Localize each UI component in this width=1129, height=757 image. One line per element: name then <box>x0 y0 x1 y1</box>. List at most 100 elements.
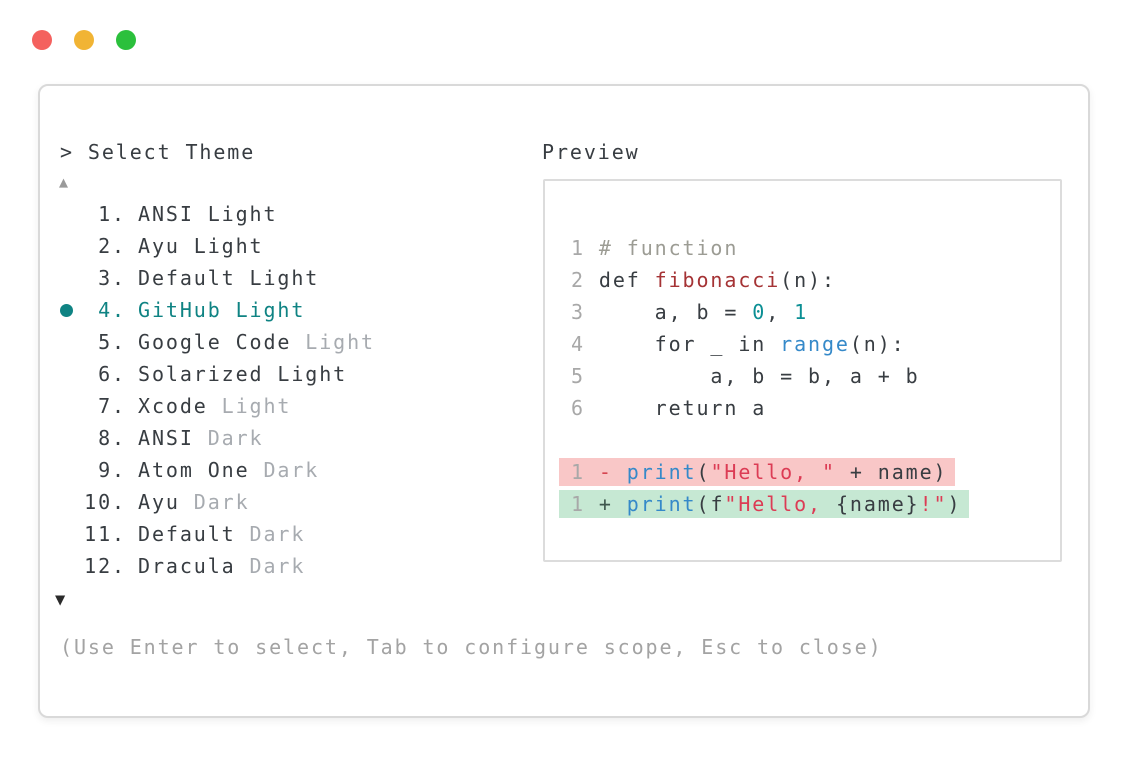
code-line: 5 a, b = b, a + b <box>571 360 969 392</box>
theme-item-12[interactable]: 12. Dracula Dark <box>60 550 375 582</box>
theme-item-2[interactable]: 2. Ayu Light <box>60 230 375 262</box>
diff-line-added: 1 + print(f"Hello, {name}!") <box>559 488 970 520</box>
code-token: + <box>598 492 627 516</box>
theme-list: 1. ANSI Light 2. Ayu Light 3. Default Light 4.… <box>60 198 375 582</box>
code-line: 6 return a <box>571 392 969 424</box>
window-controls <box>32 30 158 50</box>
code-token: - <box>598 460 627 484</box>
theme-item-label: Solarized Light <box>138 362 348 386</box>
theme-item-label: Google Code Light <box>138 330 376 354</box>
theme-item-1[interactable]: 1. ANSI Light <box>60 198 375 230</box>
preview-title: Preview <box>542 140 640 164</box>
theme-item-number: 10. <box>84 490 126 514</box>
line-number: 5 <box>571 364 585 388</box>
theme-item-5[interactable]: 5. Google Code Light <box>60 326 375 358</box>
theme-item-label: Ayu Dark <box>138 490 250 514</box>
code-token: ) <box>947 492 962 516</box>
code-token: ( <box>696 460 711 484</box>
keyboard-hint: (Use Enter to select, Tab to configure s… <box>60 635 883 659</box>
code-token: return a <box>598 396 767 420</box>
item-marker <box>60 198 84 230</box>
theme-item-11[interactable]: 11.Default Dark <box>60 518 375 550</box>
code-token: , <box>766 300 795 324</box>
blank-line <box>571 424 969 456</box>
selected-dot-icon <box>60 294 84 326</box>
code-token: # function <box>598 236 739 260</box>
item-marker <box>60 326 84 358</box>
code-token: range <box>780 332 850 356</box>
scroll-up-icon[interactable]: ▲ <box>59 173 69 191</box>
code-token: "Hello, <box>724 492 836 516</box>
diff-line-removed: 1 - print("Hello, " + name) <box>559 456 969 488</box>
line-number: 1 <box>571 236 585 260</box>
theme-item-7[interactable]: 7. Xcode Light <box>60 390 375 422</box>
code-line: 4 for _ in range(n): <box>571 328 969 360</box>
code-token: "Hello, " <box>710 460 836 484</box>
theme-item-number: 2. <box>98 234 126 258</box>
theme-item-label: Default Light <box>138 266 320 290</box>
theme-item-number: 3. <box>98 266 126 290</box>
item-marker <box>60 550 84 582</box>
theme-item-3[interactable]: 3. Default Light <box>60 262 375 294</box>
theme-item-number: 7. <box>98 394 126 418</box>
theme-selector-window: > Select Theme ▲ 1. ANSI Light 2. Ayu Light… <box>38 84 1090 718</box>
theme-item-number: 5. <box>98 330 126 354</box>
theme-item-label: ANSI Light <box>138 202 278 226</box>
code-token: (f <box>696 492 725 516</box>
theme-item-label: Xcode Light <box>138 394 292 418</box>
item-marker <box>60 422 84 454</box>
line-number: 2 <box>571 268 585 292</box>
code-line: 3 a, b = 0, 1 <box>571 296 969 328</box>
item-marker <box>60 390 84 422</box>
theme-item-label: ANSI Dark <box>138 426 264 450</box>
line-number: 1 <box>571 460 585 484</box>
theme-item-number: 6. <box>98 362 126 386</box>
item-marker <box>60 518 84 550</box>
code-token: {name} <box>835 492 920 516</box>
theme-item-label: Ayu Light <box>138 234 264 258</box>
code-line: 1 # function <box>571 232 969 264</box>
theme-item-number: 4. <box>98 298 126 322</box>
code-token: for _ in <box>598 332 781 356</box>
theme-item-label: Atom One Dark <box>138 458 320 482</box>
theme-item-number: 9. <box>98 458 126 482</box>
diff-highlight: 1 - print("Hello, " + name) <box>559 458 956 486</box>
code-token: (n): <box>849 332 906 356</box>
code-token: a, b = b, a + b <box>598 364 920 388</box>
code-token: a, b = <box>598 300 753 324</box>
theme-item-number: 1. <box>98 202 126 226</box>
code-token: def <box>598 268 655 292</box>
code-token: + name) <box>835 460 948 484</box>
theme-item-4[interactable]: 4. GitHub Light <box>60 294 375 326</box>
line-number: 4 <box>571 332 585 356</box>
diff-highlight: 1 + print(f"Hello, {name}!") <box>559 490 970 518</box>
theme-item-number: 12. <box>84 554 126 578</box>
code-token: 1 <box>794 300 809 324</box>
select-theme-prompt: > Select Theme <box>60 140 256 164</box>
scroll-down-icon[interactable]: ▼ <box>55 590 66 610</box>
item-marker <box>60 358 84 390</box>
theme-item-10[interactable]: 10. Ayu Dark <box>60 486 375 518</box>
item-marker <box>60 262 84 294</box>
minimize-button[interactable] <box>74 30 94 50</box>
theme-item-label: Dracula Dark <box>138 554 306 578</box>
item-marker <box>60 230 84 262</box>
item-marker <box>60 454 84 486</box>
theme-item-label: GitHub Light <box>138 298 306 322</box>
theme-item-number: 8. <box>98 426 126 450</box>
item-marker <box>60 486 84 518</box>
close-button[interactable] <box>32 30 52 50</box>
theme-item-9[interactable]: 9. Atom One Dark <box>60 454 375 486</box>
line-number: 1 <box>571 492 585 516</box>
theme-item-6[interactable]: 6. Solarized Light <box>60 358 375 390</box>
zoom-button[interactable] <box>116 30 136 50</box>
theme-item-8[interactable]: 8. ANSI Dark <box>60 422 375 454</box>
code-token: !" <box>919 492 948 516</box>
code-token: 0 <box>752 300 767 324</box>
line-number: 6 <box>571 396 585 420</box>
code-line: 2 def fibonacci(n): <box>571 264 969 296</box>
code-token: print <box>626 492 697 516</box>
code-token: (n): <box>780 268 836 292</box>
line-number: 3 <box>571 300 585 324</box>
